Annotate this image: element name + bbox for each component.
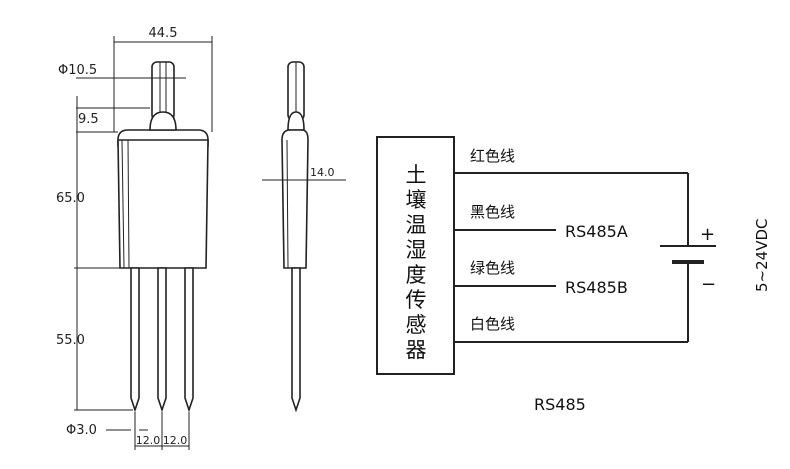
dim-width-total: 44.5	[149, 26, 178, 41]
svg-text:器: 器	[406, 338, 427, 362]
svg-text:湿: 湿	[406, 238, 427, 262]
dim-probe-length: 55.0	[56, 333, 85, 348]
probe-right	[184, 267, 194, 413]
side-view: 14.0	[262, 61, 346, 413]
svg-text:温: 温	[406, 213, 427, 237]
dim-spacing-right: 12.0	[163, 434, 188, 447]
cable-gland	[149, 111, 177, 131]
side-body	[281, 129, 309, 269]
dim-cap-height: 9.5	[78, 112, 99, 127]
svg-text:传: 传	[406, 288, 427, 312]
svg-text:度: 度	[406, 263, 427, 287]
dim-cable-diameter: Φ10.5	[58, 63, 97, 78]
probe-left	[130, 267, 140, 413]
sensor-block	[376, 136, 455, 375]
svg-text:壤: 壤	[406, 188, 427, 212]
wire-white-label: 白色线	[470, 315, 515, 333]
svg-text:感: 感	[406, 313, 427, 337]
voltage-label: 5~24VDC	[753, 219, 771, 292]
dim-spacing-left: 12.0	[136, 434, 161, 447]
minus-sign: −	[701, 274, 716, 295]
housing-body	[117, 139, 209, 269]
probe-middle	[157, 267, 167, 413]
wiring-diagram: 土 壤 温 湿 度 传 感 器 红色线 黑色线 RS485A 绿色线 RS485…	[376, 136, 771, 414]
wiring-caption: RS485	[534, 395, 586, 414]
side-probe	[291, 267, 301, 413]
signal-rs485b: RS485B	[565, 278, 628, 297]
dim-probe-diameter: Φ3.0	[66, 423, 97, 438]
front-view: 44.5 Φ10.5 9.5 65.0 55.0	[56, 26, 213, 450]
wire-green-label: 绿色线	[470, 259, 515, 277]
dim-body-height: 65.0	[56, 191, 85, 206]
svg-text:土: 土	[406, 163, 427, 187]
sensor-title: 土 壤 温 湿 度 传 感 器	[406, 163, 427, 362]
wire-red-label: 红色线	[470, 147, 515, 165]
signal-rs485a: RS485A	[565, 222, 628, 241]
wire-black-label: 黑色线	[470, 203, 515, 221]
plus-sign: +	[700, 224, 715, 245]
dim-thickness: 14.0	[310, 166, 335, 179]
